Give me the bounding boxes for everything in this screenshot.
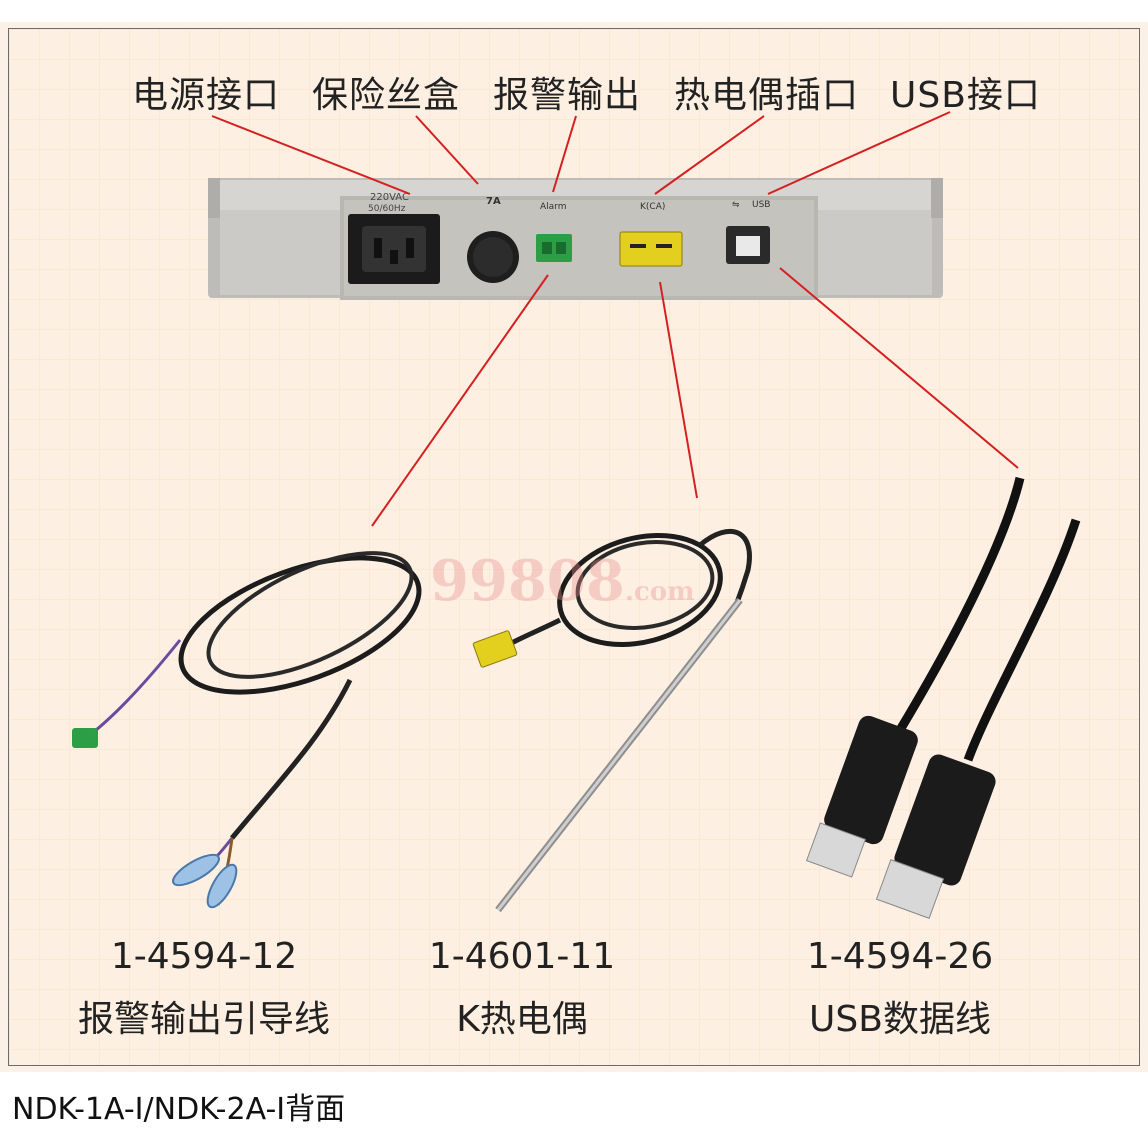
callout-usb-port: USB接口 [890,75,1041,116]
power-socket [348,214,440,284]
callout-power-port: 电源接口 [132,75,281,116]
accessory-code-alarm-lead: 1-4594-12 [110,936,298,977]
usb-icon: ⇋ [732,200,740,210]
accessory-name-usb-cable: USB数据线 [809,999,991,1040]
top-band [0,0,1148,22]
thermocouple-text: K(CA) [640,202,665,212]
callout-fuse-box: 保险丝盒 [312,75,461,116]
frequency-text: 50/60Hz [368,204,406,214]
alarm-terminal [536,234,572,262]
usb-socket [726,226,770,264]
accessory-code-thermocouple: 1-4601-11 [428,936,616,977]
thermocouple-socket [619,231,683,267]
alarm-lead-wire [72,551,422,909]
accessory-name-thermocouple: K热电偶 [456,999,588,1040]
callout-alarm-output: 报警输出 [493,75,642,116]
device-back-panel [208,178,943,300]
product-panel [8,28,1140,1066]
callout-thermocouple-port: 热电偶插口 [674,75,860,116]
watermark: 99808.com [430,548,695,614]
accessory-code-usb-cable: 1-4594-26 [806,936,994,977]
fuse-holder [467,231,519,283]
k-thermocouple [472,528,752,913]
footer-caption: NDK-1A-I/NDK-2A-I背面 [12,1092,346,1127]
footer-bar [0,1072,1148,1148]
accessory-name-alarm-lead: 报警输出引导线 [77,999,331,1040]
callout-lines [211,111,1019,527]
power-rating-text: 220VAC [370,192,409,203]
fuse-rating-text: 7A [486,196,501,207]
alarm-text: Alarm [540,202,566,212]
usb-text: USB [752,200,770,210]
usb-cable [805,476,1081,919]
